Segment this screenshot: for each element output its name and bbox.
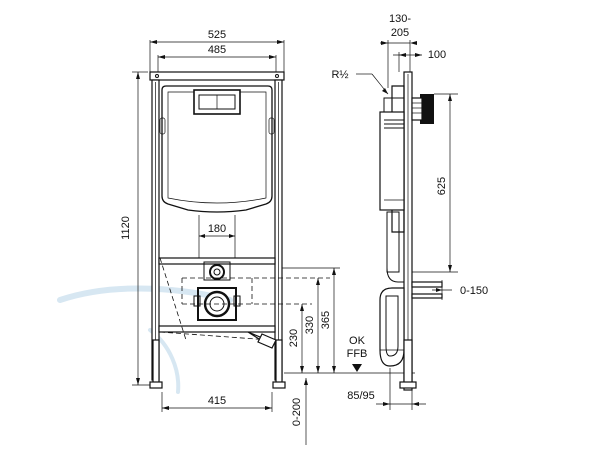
dim-depth-range-line2: 205: [391, 27, 409, 39]
side-drain-pipe: [379, 287, 405, 367]
dim-width-inner: 485: [157, 44, 277, 72]
dim-width-inner-label: 485: [208, 44, 226, 56]
dim-inlet-height: 330: [304, 278, 320, 373]
dim-foot-spacing: 415: [161, 392, 273, 412]
frame-brace: [247, 331, 277, 349]
dim-width-outer-label: 525: [208, 29, 226, 41]
dim-depth-fixed: 100: [393, 49, 446, 72]
dim-bolt-range-label: 0-150: [460, 285, 488, 297]
floor-reference: OK FFB: [347, 335, 368, 372]
side-view: 130- 205 100 R½: [331, 13, 488, 410]
dim-pipe-spacing-label: 180: [208, 223, 226, 235]
frame-left-upright: [151, 79, 160, 381]
side-foot: [399, 339, 417, 389]
dim-depth-fixed-label: 100: [428, 49, 446, 61]
cross-rail-upper: [158, 257, 276, 265]
dim-drain-height-label: 230: [288, 329, 300, 347]
dim-foot-spacing-label: 415: [208, 395, 226, 407]
dim-inlet-height-label: 330: [304, 316, 316, 334]
foot-left: [149, 339, 163, 389]
dim-depth-range: 130- 205: [380, 13, 417, 88]
dim-stud-height: 365: [282, 267, 340, 373]
thread-callout: R½: [331, 69, 389, 95]
dim-drain-height: 230: [288, 304, 304, 373]
cistern: [159, 85, 275, 213]
frame-top-rail: [149, 71, 285, 81]
side-cistern: [379, 85, 405, 283]
frame-right-upright: [274, 79, 283, 381]
dim-height-total: 1120: [120, 71, 150, 386]
dim-stud-height-label: 365: [320, 311, 332, 329]
cross-rail-lower: [158, 325, 276, 333]
dim-pipe-spacing: 180: [198, 215, 236, 258]
dim-bolt-range: 0-150: [411, 280, 488, 300]
side-inlet-fitting: [411, 94, 434, 124]
dim-foot-adjust-label: 0-200: [291, 398, 303, 426]
foot-right: [272, 339, 286, 389]
dim-width-outer: 525: [149, 29, 285, 72]
water-inlet: [203, 261, 231, 281]
front-view: 525 485 1120: [120, 29, 415, 445]
thread-label: R½: [331, 69, 348, 81]
dim-height-total-label: 1120: [120, 216, 132, 240]
dim-outlet-offset: 85/95: [347, 368, 426, 410]
dim-cistern-height-label: 625: [436, 177, 448, 195]
dim-outlet-offset-label: 85/95: [347, 390, 375, 402]
flush-plate: [193, 89, 241, 115]
floor-label-ffb: FFB: [347, 348, 368, 360]
floor-label-ok: OK: [349, 335, 366, 347]
dim-depth-range-line1: 130-: [389, 13, 411, 25]
dim-foot-adjust: 0-200: [291, 378, 308, 445]
dim-cistern-height: 625: [412, 93, 458, 273]
